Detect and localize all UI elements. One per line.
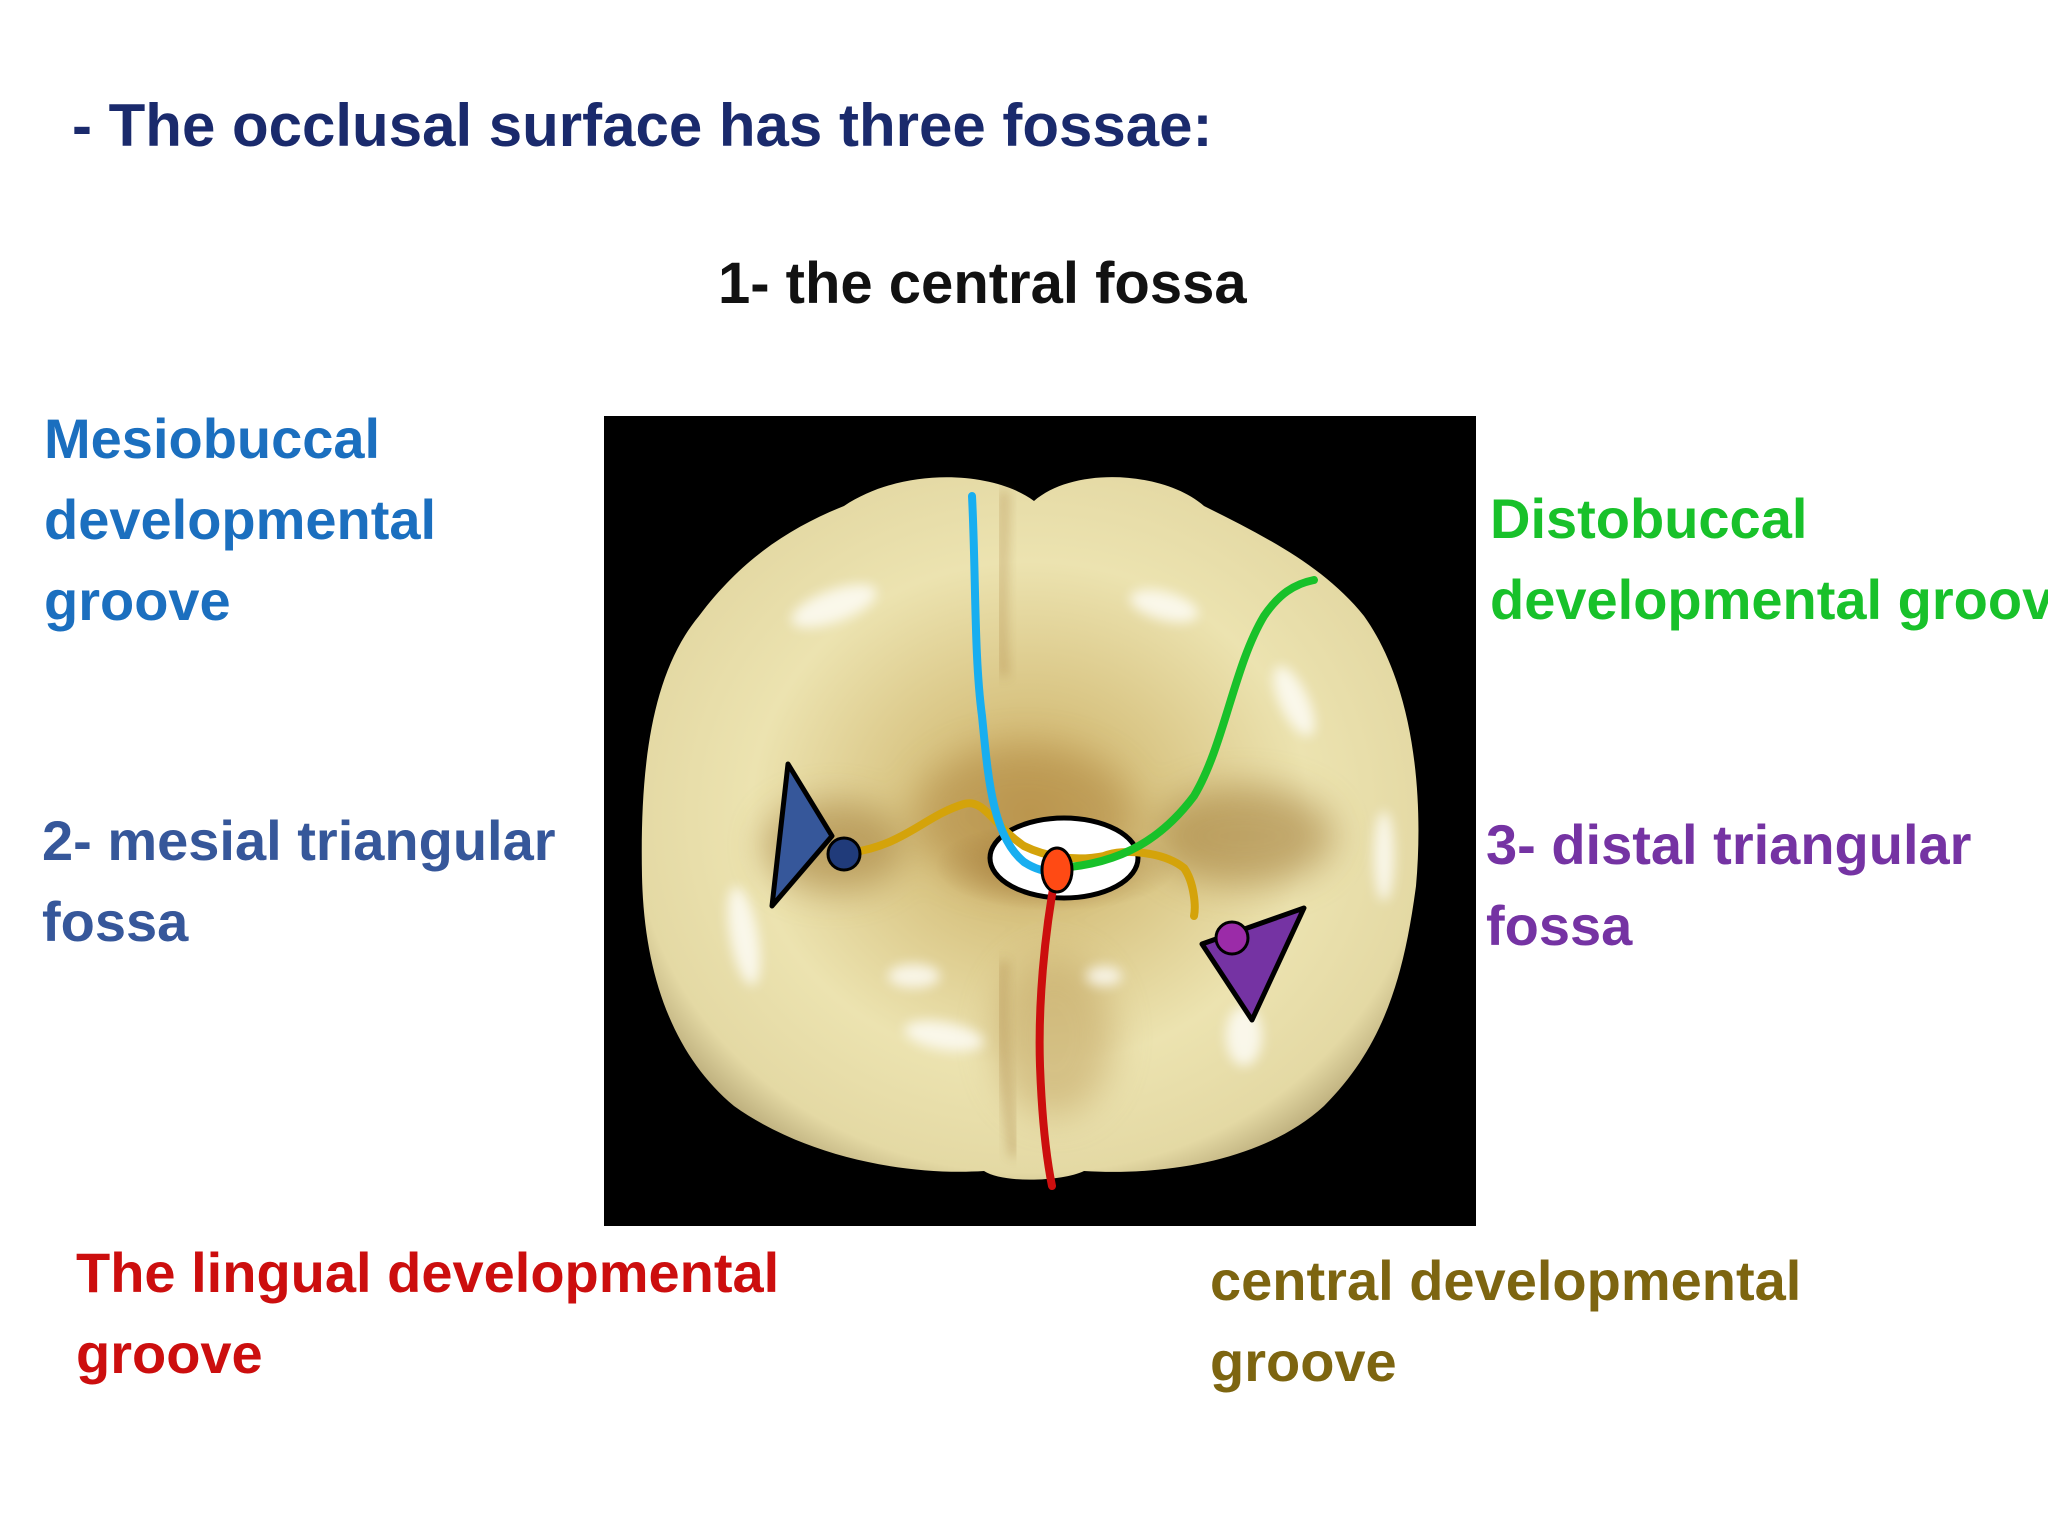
mesiobuccal-label-line-3: groove <box>44 569 231 633</box>
mesiobuccal-developmental-groove <box>968 492 1060 876</box>
lingual-label-line-1: The lingual developmental <box>76 1241 780 1304</box>
mesial-fossa-label-line-1: 2- mesial triangular <box>42 809 556 872</box>
distal-triangular-fossa-label: 3- distal triangular fossa <box>1486 804 1971 966</box>
lingual-developmental-groove <box>1035 868 1060 1190</box>
central-groove-label-line-1: central developmental <box>1210 1249 1802 1312</box>
mesiobuccal-groove-label: Mesiobuccal developmental groove <box>44 398 436 642</box>
central-groove-label-line-2: groove <box>1210 1330 1397 1394</box>
mesial-fossa-point <box>826 836 862 872</box>
central-developmental-groove <box>844 799 1199 920</box>
distobuccal-developmental-groove <box>1054 576 1318 872</box>
distal-fossa-point <box>1214 920 1250 956</box>
mesial-fossa-label-line-2: fossa <box>42 890 189 954</box>
distobuccal-label-line-2: developmental groove <box>1490 568 2048 632</box>
lingual-groove-label: The lingual developmental groove <box>76 1232 779 1394</box>
tooth-occlusal-diagram <box>604 416 1476 1226</box>
cusp-highlights <box>727 584 1394 1066</box>
mesiobuccal-label-line-1: Mesiobuccal <box>44 407 381 470</box>
mesiobuccal-label-line-2: developmental <box>44 488 437 552</box>
distal-fossa-label-line-1: 3- distal triangular <box>1486 813 1972 876</box>
slide-heading: - The occlusal surface has three fossae: <box>72 92 1213 159</box>
central-fossa-label: 1- the central fossa <box>718 251 1247 316</box>
mesial-triangular-fossa-label: 2- mesial triangular fossa <box>42 800 556 962</box>
distobuccal-label-line-1: Distobuccal <box>1490 487 1808 550</box>
distal-fossa-label-line-2: fossa <box>1486 894 1633 958</box>
mesial-fossa-triangle <box>769 761 835 909</box>
distobuccal-groove-label: Distobuccal developmental groove <box>1490 478 2048 640</box>
natural-fissures <box>998 490 1017 1157</box>
central-groove-label: central developmental groove <box>1210 1240 1801 1402</box>
lingual-label-line-2: groove <box>76 1322 263 1386</box>
central-fossa-point <box>1040 846 1074 894</box>
